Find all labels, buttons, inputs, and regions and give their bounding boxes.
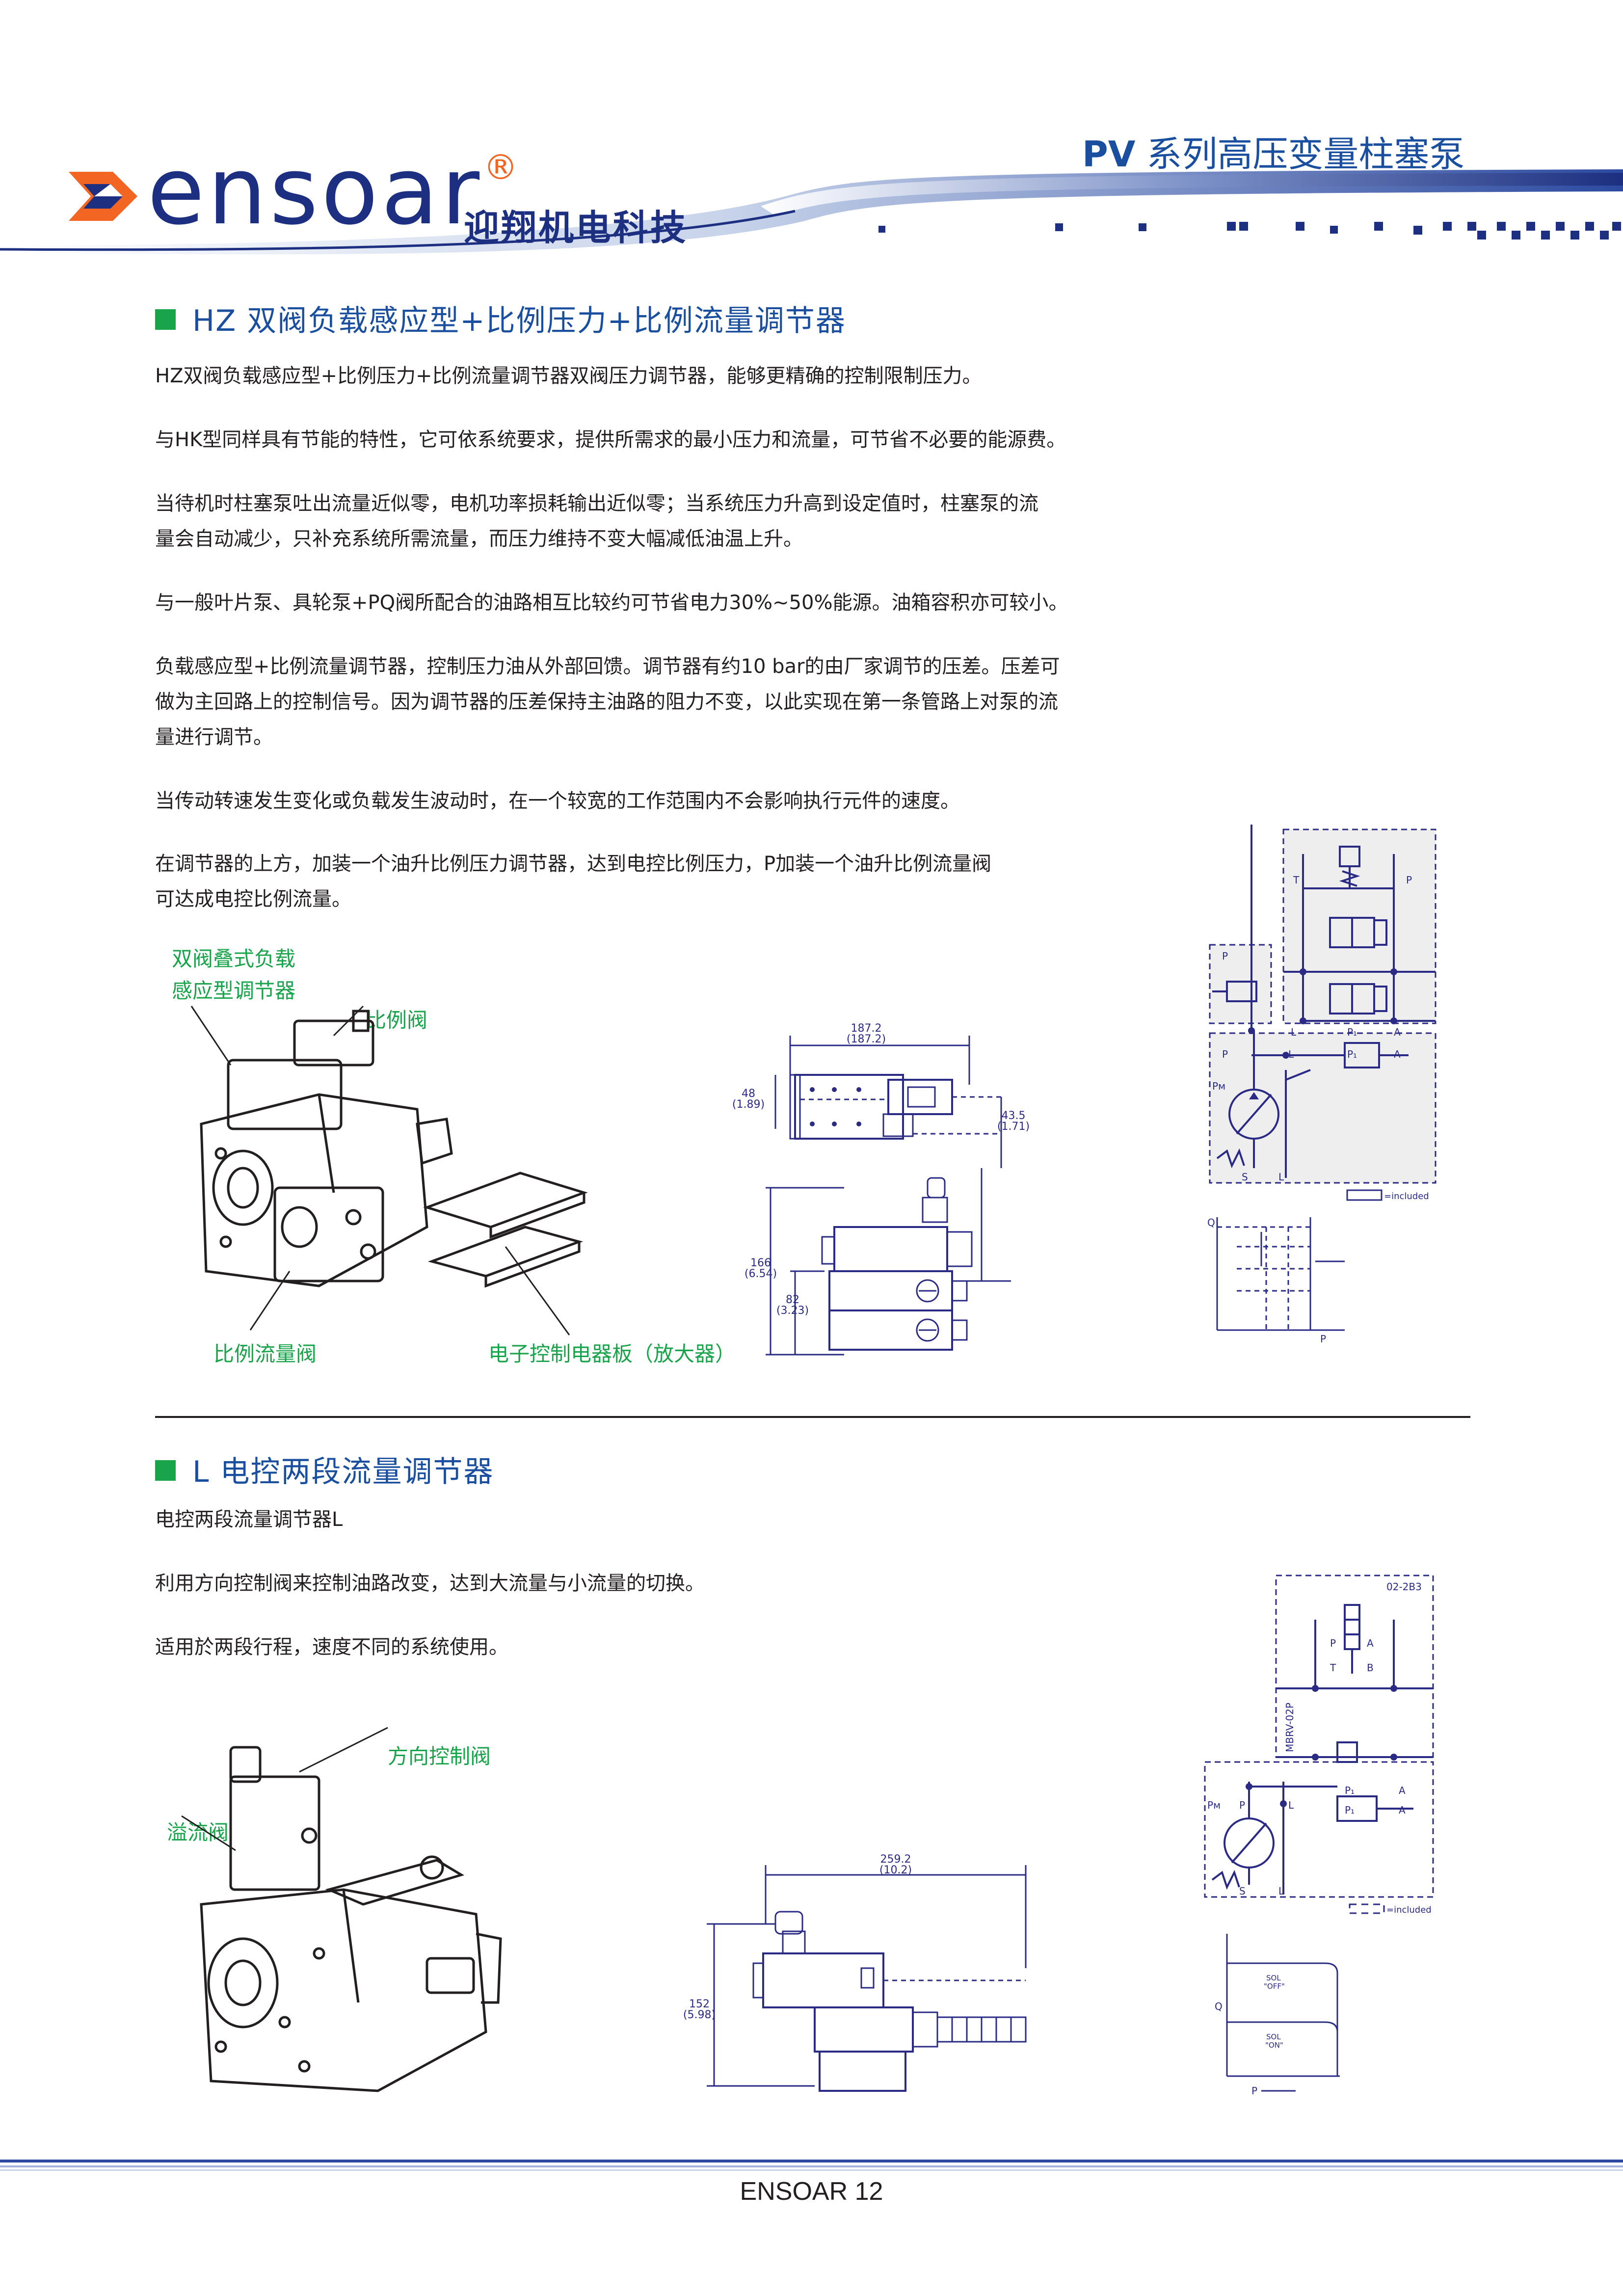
hz-port-p-pump: P — [1222, 1048, 1228, 1060]
hz-dim-h3-in: (6.54) — [745, 1268, 777, 1280]
hz-dim-h4: 82 — [786, 1294, 799, 1306]
section-l-title: L 电控两段流量调节器 — [155, 1448, 494, 1491]
l-pump-drawing — [181, 1727, 502, 2092]
label-double-valve-1: 双阀叠式负载 — [172, 947, 296, 971]
hz-paragraph-1: HZ双阀负载感应型+比例压力+比例流量调节器双阀压力调节器，能够更精确的控制限制… — [155, 365, 982, 387]
l-port-p1-top: P₁ — [1345, 1785, 1355, 1796]
hz-chart-p: P — [1320, 1333, 1326, 1345]
hz-port-s: S — [1242, 1171, 1248, 1183]
l-port-a-top: A — [1399, 1785, 1406, 1796]
l-port-t: T — [1330, 1662, 1336, 1674]
footer-rule-bottom — [0, 2169, 1623, 2171]
hz-paragraph-5b: 做为主回路上的控制信号。因为调节器的压差保持主油路的阻力不变，以此实现在第一条管… — [155, 691, 1058, 713]
hz-port-a-pump: A — [1394, 1048, 1401, 1060]
hz-dimension-side: 166 (6.54) 82 (3.23) — [745, 1168, 1011, 1356]
hz-dim-h2-in: (1.71) — [997, 1121, 1030, 1133]
section-divider — [155, 1416, 1470, 1418]
label-double-valve-2: 感应型调节器 — [172, 979, 296, 1003]
l-dimension-drawing: 259.2 (10.2) 152 (5.98) — [683, 1853, 1027, 2092]
l-included-note: =included — [1386, 1905, 1432, 1915]
hz-port-t: T — [1293, 874, 1300, 886]
amplifier-board-drawing — [423, 1172, 588, 1335]
section-bullet-icon — [155, 1460, 176, 1481]
hz-dim-width-in: (187.2) — [847, 1033, 886, 1045]
hz-included-note: =included — [1384, 1191, 1429, 1201]
company-name: 迎翔机电科技 — [464, 207, 688, 248]
hz-paragraph-6: 当传动转速发生变化或负载发生波动时，在一个较宽的工作范围内不会影响执行元件的速度… — [155, 790, 960, 812]
l-dim-height: 152 — [689, 1998, 710, 2010]
logo-mark-icon — [69, 172, 137, 221]
l-chart-q: Q — [1215, 2001, 1223, 2012]
l-paragraph-2: 利用方向控制阀来控制油路改变，达到大流量与小流量的切换。 — [155, 1572, 705, 1595]
hz-paragraph-5a: 负载感应型+比例流量调节器，控制压力油从外部回馈。调节器有约10 bar的由厂家… — [155, 655, 1060, 678]
l-sol-off-1: SOL — [1266, 1974, 1281, 1982]
page-number: ENSOAR 12 — [740, 2177, 883, 2206]
l-port-a: A — [1399, 1804, 1406, 1816]
label-relief-valve: 溢流阀 — [167, 1820, 229, 1844]
hz-paragraph-7a: 在调节器的上方，加装一个油升比例压力调节器，达到电控比例压力，P加装一个油升比例… — [155, 853, 992, 875]
l-dim-height-in: (5.98) — [683, 2009, 716, 2021]
l-sol-off-2: "OFF" — [1264, 1982, 1285, 1991]
hz-port-p-top: P — [1406, 874, 1412, 886]
l-valve-code: 02-2B3 — [1386, 1581, 1422, 1593]
l-port-pm: Pм — [1207, 1799, 1221, 1811]
hz-port-p-left: P — [1222, 950, 1228, 962]
section-bullet-icon — [155, 309, 176, 330]
l-port-s: S — [1239, 1885, 1246, 1897]
l-port-l-bottom: L — [1278, 1885, 1284, 1897]
l-sol-on-2: "ON" — [1265, 2041, 1283, 2050]
hz-paragraph-7b: 可达成电控比例流量。 — [155, 888, 351, 910]
l-sol-on-1: SOL — [1266, 2032, 1281, 2041]
hz-pump-drawing — [190, 1005, 453, 1331]
l-dim-width-in: (10.2) — [879, 1864, 912, 1876]
l-chart-p: P — [1251, 2085, 1257, 2097]
label-proportional-valve: 比例阀 — [366, 1008, 428, 1032]
hz-dim-h1-in: (1.89) — [732, 1098, 765, 1111]
footer-rule-top — [0, 2160, 1623, 2163]
hz-chart-q: Q — [1207, 1217, 1215, 1228]
hz-hydraulic-schematic: T P P L P₁ A P L P₁ A Pм S L =included Q… — [1207, 825, 1437, 1345]
l-port-a: A — [1367, 1637, 1374, 1649]
label-amplifier: 电子控制电器板（放大器） — [488, 1342, 736, 1366]
page-header: ensoar ® 迎翔机电科技 PV 系列高压变量柱塞泵 — [0, 0, 1623, 265]
hz-dim-h3: 166 — [750, 1257, 771, 1269]
l-paragraph-1: 电控两段流量调节器L — [155, 1508, 343, 1531]
series-title: PV 系列高压变量柱塞泵 — [1082, 125, 1464, 177]
hz-port-p1: P₁ — [1347, 1026, 1357, 1038]
hz-dim-h4-in: (3.23) — [776, 1305, 809, 1317]
l-port-p1: P₁ — [1345, 1804, 1355, 1816]
logo-text: ensoar — [147, 137, 483, 245]
hz-port-p1-pump: P₁ — [1347, 1048, 1357, 1060]
hz-port-l-pump: L — [1288, 1048, 1294, 1060]
series-name: 系列高压变量柱塞泵 — [1146, 133, 1465, 175]
hz-paragraph-4: 与一般叶片泵、具轮泵+PQ阀所配合的油路相互比较约可节省电力30%~50%能源。… — [155, 591, 1068, 614]
l-port-p: P — [1330, 1637, 1336, 1649]
hz-paragraph-5c: 量进行调节。 — [155, 726, 273, 748]
l-dim-width: 259.2 — [880, 1853, 911, 1866]
hz-paragraph-2: 与HK型同样具有节能的特性，它可依系统要求，提供所需求的最小压力和流量，可节省不… — [155, 428, 1066, 451]
hz-paragraph-3a: 当待机时柱塞泵吐出流量近似零，电机功率损耗输出近似零；当系统压力升高到设定值时，… — [155, 492, 1038, 515]
hz-dim-h2: 43.5 — [1002, 1110, 1026, 1122]
hz-port-pm: Pм — [1212, 1080, 1225, 1092]
l-port-b: B — [1367, 1662, 1374, 1674]
hz-port-l-bottom: L — [1278, 1171, 1284, 1183]
header-swoosh — [0, 169, 1623, 255]
hz-paragraph-3b: 量会自动减少，只补充系统所需流量，而压力维持不变大幅减低油温上升。 — [155, 528, 803, 550]
l-hydraulic-schematic: 02-2B3 P A T B MBRV-02P P₁ A Pм P L P₁ A… — [1204, 1575, 1434, 2097]
hz-dim-width: 187.2 — [851, 1022, 882, 1035]
logo-registered-mark: ® — [483, 147, 518, 187]
hz-dim-h1: 48 — [742, 1088, 755, 1100]
l-paragraph-3: 适用於两段行程，速度不同的系统使用。 — [155, 1636, 508, 1658]
hz-dimension-top: 187.2 (187.2) 48 (1.89) 43.5 (1.71) — [732, 1022, 1030, 1168]
section-hz-title: HZ 双阀负载感应型+比例压力+比例流量调节器 — [155, 297, 846, 340]
hz-port-l: L — [1291, 1026, 1297, 1038]
hz-port-a: A — [1394, 1026, 1401, 1038]
label-direction-valve: 方向控制阀 — [388, 1744, 491, 1768]
l-port-p-pump: P — [1239, 1799, 1245, 1811]
footer-rule-mid — [0, 2165, 1623, 2167]
series-prefix: PV — [1082, 133, 1136, 175]
label-proportional-flow-valve: 比例流量阀 — [213, 1342, 317, 1366]
l-mbrv-label: MBRV-02P — [1284, 1703, 1296, 1752]
l-port-l: L — [1288, 1799, 1294, 1811]
